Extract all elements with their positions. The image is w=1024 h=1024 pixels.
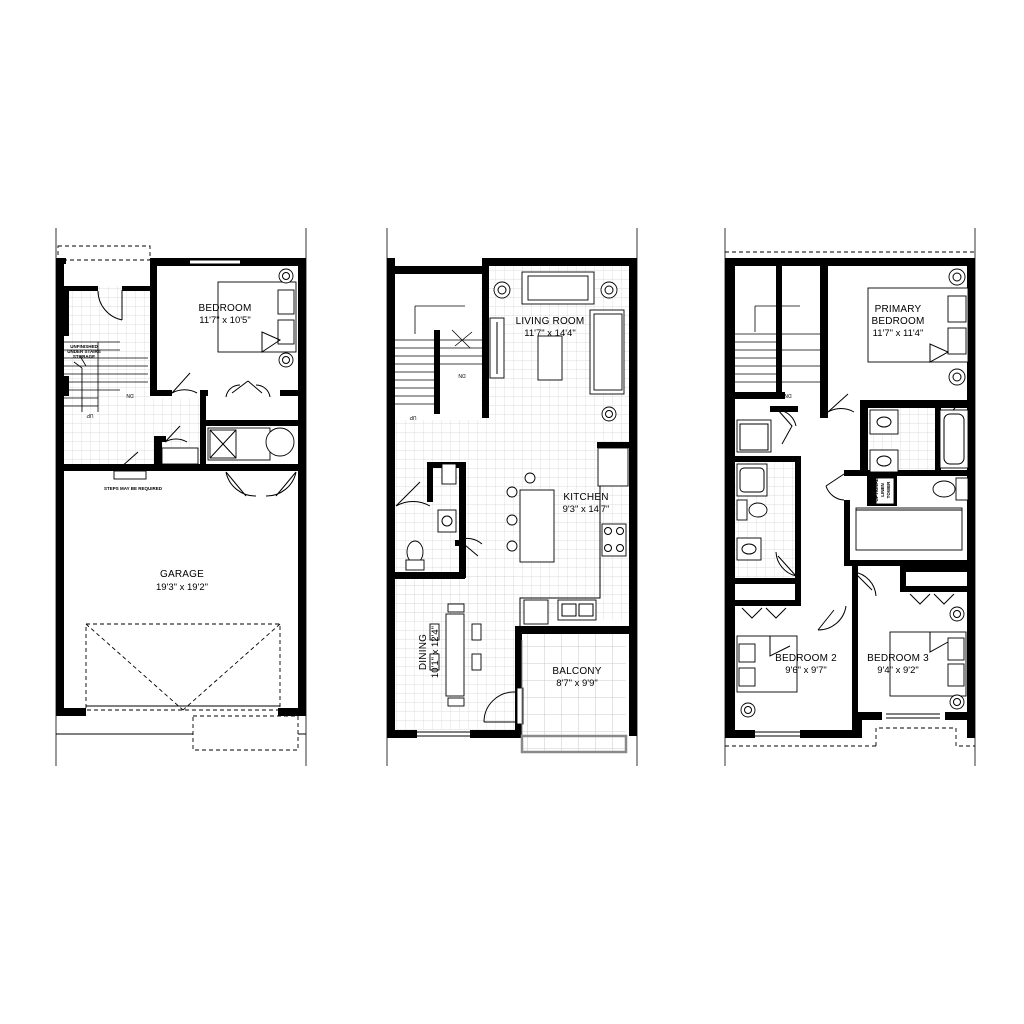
room-dims-bedroom-3: 9'4" x 9'2": [877, 665, 919, 676]
room-name-kitchen: KITCHEN: [563, 492, 608, 503]
room-name-bedroom-3: BEDROOM 3: [867, 653, 929, 664]
linen-label-3: TOWER: [886, 481, 891, 498]
room-dims-living-room: 11'7" x 14'4": [524, 328, 575, 339]
storage-label-2: UNDER STAIRS: [67, 349, 100, 354]
main-up-label: UP: [409, 414, 417, 420]
upper-floor-plan: DN: [725, 251, 975, 747]
room-name-primary-line2: BEDROOM: [871, 316, 924, 327]
room-dims-garage: 19'3" x 19'2": [156, 582, 208, 593]
room-name-bedroom: BEDROOM: [198, 303, 251, 314]
storage-label-3: STORAGE: [73, 354, 95, 359]
room-dims-dining: 10'1" x 12'4": [430, 626, 441, 678]
linen-label-2: LINEN: [880, 483, 885, 497]
room-dims-bedroom-2: 9'6" x 9'7": [785, 665, 827, 676]
room-dims-primary: 11'7" x 11'4": [873, 328, 924, 339]
steps-note: STEPS MAY BE REQUIRED: [104, 486, 163, 491]
room-dims-kitchen: 9'3" x 14'7": [563, 504, 610, 515]
dn-label: DN: [126, 392, 134, 398]
room-dims-balcony: 8'7" x 9'9": [556, 678, 598, 689]
upper-dn-label: DN: [784, 392, 792, 398]
linen-label-1: OPTIONAL: [874, 478, 879, 502]
room-name-dining: DINING: [418, 634, 429, 670]
room-name-living-room: LIVING ROOM: [516, 316, 585, 327]
room-name-balcony: BALCONY: [552, 666, 601, 677]
room-name-bedroom-2: BEDROOM 2: [775, 653, 837, 664]
storage-label-1: UNFINISHED: [70, 344, 98, 349]
room-name-garage: GARAGE: [160, 569, 204, 580]
main-floor-plan: UP DN: [387, 258, 637, 754]
room-name-primary-line1: PRIMARY: [875, 304, 922, 315]
main-dn-label: DN: [458, 372, 466, 378]
room-dims-bedroom: 11'7" x 10'5": [199, 315, 250, 326]
up-label: UP: [86, 412, 94, 418]
lower-floor-plan: UP DN BEDROOM 11'7" x 10'5" GARAGE 19'3"…: [56, 245, 306, 751]
